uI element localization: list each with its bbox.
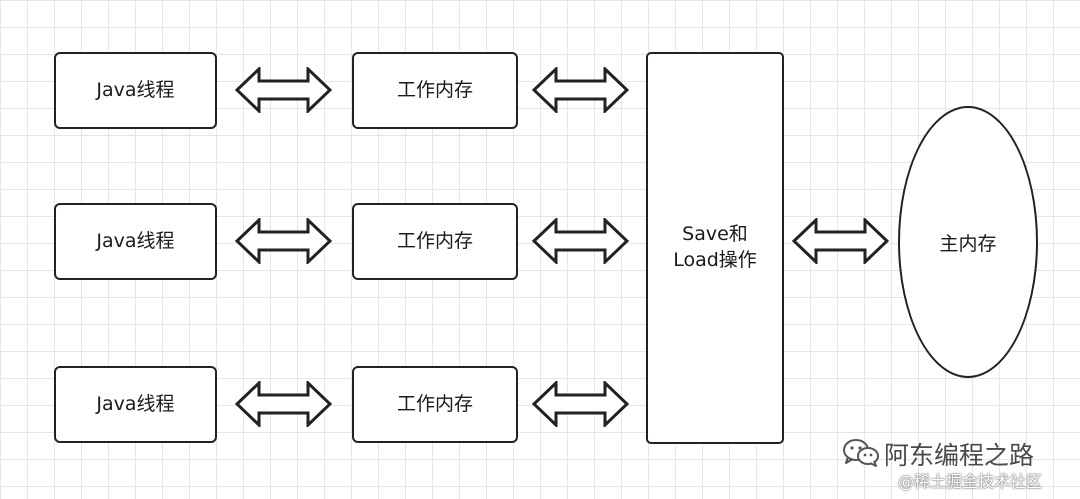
watermark-subtitle: @稀土掘金技术社区 — [898, 472, 1043, 491]
save-load-label-line1: Save和 — [682, 223, 748, 246]
double-arrow-memory-saveload-1 — [532, 67, 629, 113]
working-memory-label-1: 工作内存 — [396, 78, 473, 101]
double-arrow-thread-memory-1 — [235, 67, 332, 113]
main-memory-ellipse: 主内存 — [898, 106, 1038, 378]
double-arrow-memory-saveload-3 — [532, 381, 629, 427]
working-memory-label-2: 工作内存 — [396, 229, 473, 252]
java-thread-label-1: Java线程 — [96, 78, 175, 101]
double-arrow-memory-saveload-2 — [532, 218, 629, 264]
working-memory-label-3: 工作内存 — [396, 392, 473, 415]
watermark-title: 阿东编程之路 — [884, 441, 1035, 470]
working-memory-box-2: 工作内存 — [352, 203, 518, 280]
java-thread-label-3: Java线程 — [96, 392, 175, 415]
java-thread-box-2: Java线程 — [54, 203, 217, 280]
working-memory-box-1: 工作内存 — [352, 52, 518, 129]
double-arrow-thread-memory-3 — [235, 381, 332, 427]
double-arrow-thread-memory-2 — [235, 218, 332, 264]
main-memory-label: 主内存 — [939, 232, 997, 255]
watermark: 阿东编程之路 @稀土掘金技术社区 — [842, 436, 1078, 496]
wechat-icon — [843, 439, 879, 467]
save-load-box: Save和 Load操作 — [646, 52, 784, 444]
java-thread-box-1: Java线程 — [54, 52, 217, 129]
double-arrow-saveload-mainmemory — [792, 218, 889, 264]
java-thread-label-2: Java线程 — [96, 229, 175, 252]
java-thread-box-3: Java线程 — [54, 366, 217, 443]
working-memory-box-3: 工作内存 — [352, 366, 518, 443]
save-load-label-line2: Load操作 — [673, 249, 757, 271]
